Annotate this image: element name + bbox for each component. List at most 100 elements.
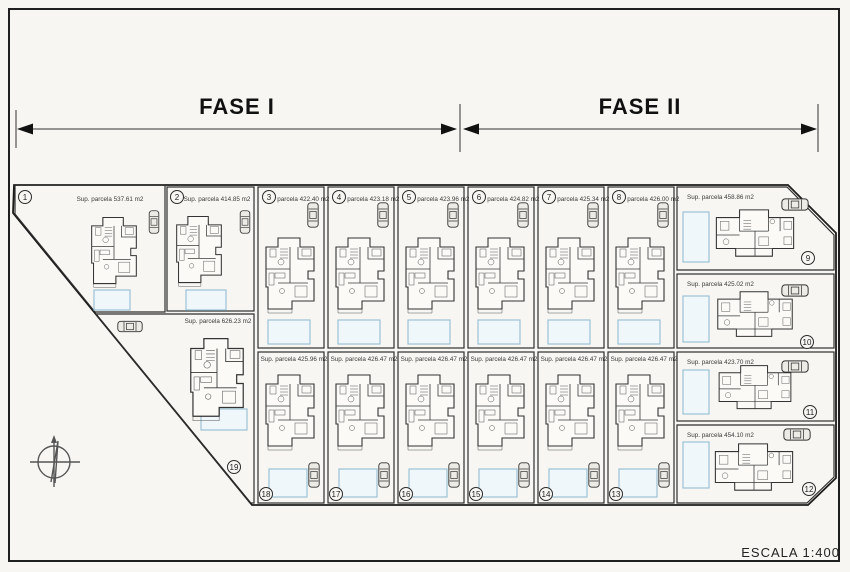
swimming-pool [617,319,661,345]
parcel-area-label: Sup. parcela 422.40 m2 [263,196,330,203]
car-icon [588,462,600,488]
parcel-number-circle [800,335,814,349]
parcel-number-circle [542,190,556,204]
villa-floor-plan [615,374,665,451]
swimming-pool [682,369,710,415]
parcel-number-circle [612,190,626,204]
parcel-area-label: Sup. parcela 425.34 m2 [543,196,610,203]
parcel-area-label: Sup. parcela 425.96 m2 [261,356,328,363]
parcel-number: 15 [472,490,481,499]
parcel-9: Sup. parcela 458.86 m29 [676,186,835,271]
parcel-number: 16 [402,490,411,499]
parcel-number-circle [802,482,816,496]
car-icon [657,202,669,228]
villa-floor-plan [717,291,793,337]
car-icon [783,428,811,441]
parcel-number-circle [329,487,343,501]
car-icon [781,284,809,297]
parcel-number: 4 [337,193,342,202]
parcel-boundary [166,186,255,312]
car-icon [781,360,809,373]
parcel-number-circle [170,190,184,204]
parcel-area-label: Sup. parcela 414.85 m2 [184,196,251,203]
parcel-number: 6 [477,193,482,202]
car-icon [447,202,459,228]
parcel-area-label: Sup. parcela 626.23 m2 [185,318,252,325]
parcel-number: 12 [805,485,814,494]
car-icon [658,462,670,488]
parcel-number-circle [539,487,553,501]
car-icon [117,320,143,333]
villa-floor-plan [176,215,222,287]
parcel-number: 7 [547,193,552,202]
scale-label: ESCALA 1:400 [741,545,840,560]
parcel-number-circle [402,190,416,204]
villa-floor-plan [714,443,794,491]
villa-floor-plan [265,237,315,314]
swimming-pool [93,289,131,311]
parcel-number-circle [259,487,273,501]
parcel-12: Sup. parcela 454.10 m2 12 [676,424,835,504]
swimming-pool [682,211,710,263]
car-icon [377,202,389,228]
parcel-4: Sup. parcela 423.18 m24 [327,186,400,349]
swimming-pool [547,319,591,345]
car-icon [148,210,160,234]
parcel-number: 5 [407,193,412,202]
site-boundary [12,184,837,506]
parcel-area-label: Sup. parcela 424.82 m2 [473,196,540,203]
parcel-area-label: Sup. parcela 537.61 m2 [77,196,144,203]
swimming-pool [477,319,521,345]
phase-1-dimension [15,110,457,148]
villa-floor-plan [405,374,455,451]
parcel-boundary [676,273,835,349]
villa-floor-plan [91,216,137,288]
parcel-2: Sup. parcela 414.85 m2 2 [166,186,255,312]
parcel-7: Sup. parcela 425.34 m27 [537,186,610,349]
parcel-number-circle [469,487,483,501]
villa-floor-plan [335,237,385,314]
parcel-boundary [467,186,535,349]
swimming-pool [682,295,710,343]
parcel-1: Sup. parcela 537.61 m2 1 [14,184,166,313]
villa-floor-plan [715,209,795,257]
parcel-boundary [607,351,675,504]
parcel-5: Sup. parcela 423.96 m25 [397,186,470,349]
parcel-number: 11 [806,408,815,417]
parcel-boundary [14,184,166,313]
villa-floor-plan [265,374,315,451]
parcel-boundary [327,351,395,504]
parcel-number: 9 [806,254,811,263]
parcel-area-label: Sup. parcela 426.47 m2 [611,356,678,363]
parcel-boundary [397,186,465,349]
parcel-number: 14 [542,490,551,499]
parcel-number: 1 [23,193,28,202]
villa-floor-plan [405,237,455,314]
parcel-area-label: Sup. parcela 423.70 m2 [687,359,754,366]
phase-1-label: FASE I [199,94,275,119]
parcel-number: 10 [803,338,812,347]
villa-floor-plan [190,338,244,422]
parcel-area-label: Sup. parcela 426.47 m2 [331,356,398,363]
parcel-number-circle [609,487,623,501]
phase-2-label: FASE II [598,94,682,119]
parcel-boundary [676,424,835,504]
parcel-area-label: Sup. parcela 454.10 m2 [687,432,754,439]
parcels-layer: Sup. parcela 537.61 m2 1 Sup. parcela 414.… [14,184,835,504]
sheet-border [8,8,840,562]
parcel-number: 2 [175,193,180,202]
north-compass-icon [30,435,80,487]
parcel-area-label: Sup. parcela 423.96 m2 [403,196,470,203]
parcel-area-label: Sup. parcela 426.47 m2 [541,356,608,363]
swimming-pool [185,289,227,311]
parcel-area-label: Sup. parcela 426.47 m2 [401,356,468,363]
swimming-pool [618,468,658,498]
parcel-boundary [676,351,835,422]
parcel-number-circle [262,190,276,204]
parcel-boundary [607,186,675,349]
swimming-pool [682,441,710,489]
parcel-number-circle [399,487,413,501]
